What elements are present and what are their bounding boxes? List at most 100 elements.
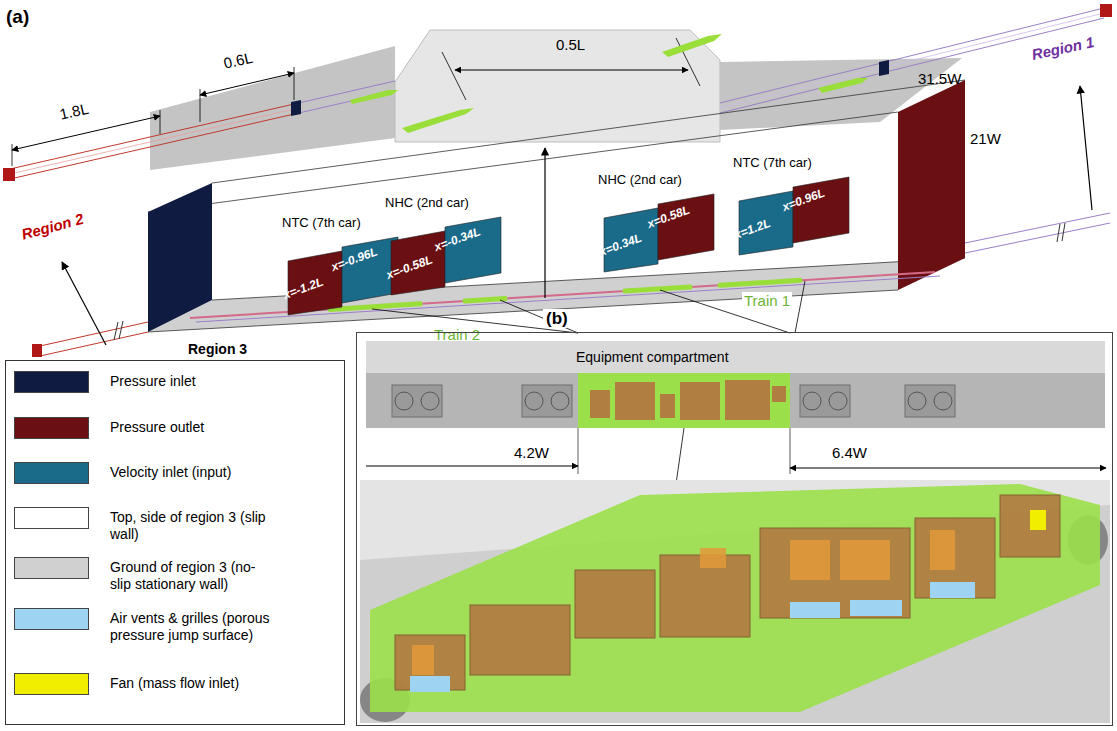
legend-text: Fan (mass flow inlet) xyxy=(110,675,270,692)
tube-end xyxy=(1100,4,1112,17)
equipment-box xyxy=(760,528,910,618)
dimension-line xyxy=(366,466,578,467)
text-holder: NTC (7th car) xyxy=(282,215,361,230)
equipment-box xyxy=(790,540,830,580)
dimension-label: 21W xyxy=(970,130,1001,147)
boundary-plane-pair: NTC (7th car)x=0.96Lx=1.2L xyxy=(733,155,857,259)
boundary-plane-pair: NHC (2nd car)x=-0.34Lx=-0.58L xyxy=(385,195,509,299)
dimension-label: 0.5L xyxy=(556,36,585,53)
text-holder: Equipment compartment xyxy=(576,348,729,366)
dimension-label: 1.8L xyxy=(58,100,90,123)
label-holder: 21W xyxy=(970,130,1001,148)
dimension-line xyxy=(200,73,294,95)
leader-line xyxy=(500,300,578,333)
train-label: Train 1 xyxy=(742,292,792,309)
underframe-band xyxy=(366,373,1105,428)
equipment-box xyxy=(680,382,720,420)
car-label: NTC (7th car) xyxy=(282,215,361,230)
panel-label: (a) xyxy=(6,6,29,27)
train-shape xyxy=(818,78,868,93)
pointer-arrow xyxy=(544,148,545,298)
fan xyxy=(1030,510,1046,530)
dimension-tick xyxy=(200,89,201,122)
dimension-tick xyxy=(790,428,791,474)
pointer-arrow xyxy=(1080,86,1092,210)
bogie xyxy=(800,385,850,417)
train-shape xyxy=(330,304,420,310)
text-holder: (b) xyxy=(543,309,571,329)
equipment-box xyxy=(725,380,770,420)
inset-ground xyxy=(395,30,720,142)
tube-inlet xyxy=(291,100,301,116)
tube-line xyxy=(10,114,296,179)
bogie xyxy=(392,385,442,417)
air-vent xyxy=(790,602,840,618)
wheel xyxy=(803,392,821,410)
label-holder: 31.5W xyxy=(918,70,961,88)
equipment-zone xyxy=(370,484,1100,712)
wheel xyxy=(908,392,926,410)
dimension-label: 6.4W xyxy=(832,444,867,461)
tunnel-edge xyxy=(148,290,898,332)
text-holder: NHC (2nd car) xyxy=(385,195,469,210)
break-mark xyxy=(1062,223,1065,241)
leader-line xyxy=(795,281,805,333)
equipment-box xyxy=(615,382,655,420)
train-shape xyxy=(720,280,800,285)
break-mark xyxy=(114,322,118,340)
wheel xyxy=(421,392,439,410)
legend-swatch xyxy=(14,507,89,529)
dimension-line xyxy=(12,116,160,150)
text-holder: NHC (2nd car) xyxy=(598,172,682,187)
equipment-box xyxy=(700,548,726,568)
pressure-outlet-face xyxy=(898,80,965,290)
equipment-box xyxy=(930,530,955,570)
pointer-arrow xyxy=(62,262,106,345)
car-label: NHC (2nd car) xyxy=(598,172,682,187)
dimension-tick xyxy=(442,52,466,100)
tube-line xyxy=(10,104,296,169)
equipment-box xyxy=(840,540,890,580)
train-shape xyxy=(662,34,722,57)
equipment-box xyxy=(590,390,610,418)
air-vent xyxy=(850,600,902,616)
boundary-plane-pair: NHC (2nd car)x=0.58Lx=0.34L xyxy=(598,172,722,276)
legend-swatch xyxy=(14,673,89,695)
compartment-band: Equipment compartment xyxy=(366,341,1105,373)
dimension-line xyxy=(790,468,1106,469)
equipment-box xyxy=(772,386,786,402)
tube-line xyxy=(965,223,1110,253)
wheel xyxy=(551,392,569,410)
equipment-box xyxy=(660,394,675,418)
dimension-tick xyxy=(12,144,13,166)
legend-swatch xyxy=(14,371,89,393)
bogie xyxy=(905,385,955,417)
legend-swatch xyxy=(14,417,89,439)
wheel xyxy=(525,392,543,410)
tube-end xyxy=(3,168,15,181)
region-label: Region 3 xyxy=(188,341,247,357)
label-holder: Region 1 xyxy=(1030,33,1096,64)
equipment-box xyxy=(412,645,434,675)
dimension-tick xyxy=(578,428,579,474)
train-shape xyxy=(625,287,690,291)
tube-line xyxy=(10,109,296,174)
train-shape xyxy=(465,299,505,301)
equipment-box xyxy=(915,518,995,598)
break-mark xyxy=(1057,224,1060,242)
legend-text: Pressure inlet xyxy=(110,373,270,390)
label-holder: Train 1 xyxy=(742,292,792,310)
dimension-tick xyxy=(160,110,161,134)
tube-end xyxy=(32,344,42,357)
equipment-box xyxy=(1000,495,1060,557)
legend-text: Ground of region 3 (no-slip stationary w… xyxy=(110,559,270,593)
pressure-inlet-face xyxy=(148,183,212,332)
train-shape xyxy=(350,90,398,104)
dimension-line xyxy=(455,70,688,71)
label-holder: (a) xyxy=(6,6,29,28)
label-holder: Region 2 xyxy=(20,210,86,244)
label-holder: 0.5L xyxy=(556,36,585,54)
car-label: NHC (2nd car) xyxy=(385,195,469,210)
legend-text: Top, side of region 3 (slip wall) xyxy=(110,509,270,543)
